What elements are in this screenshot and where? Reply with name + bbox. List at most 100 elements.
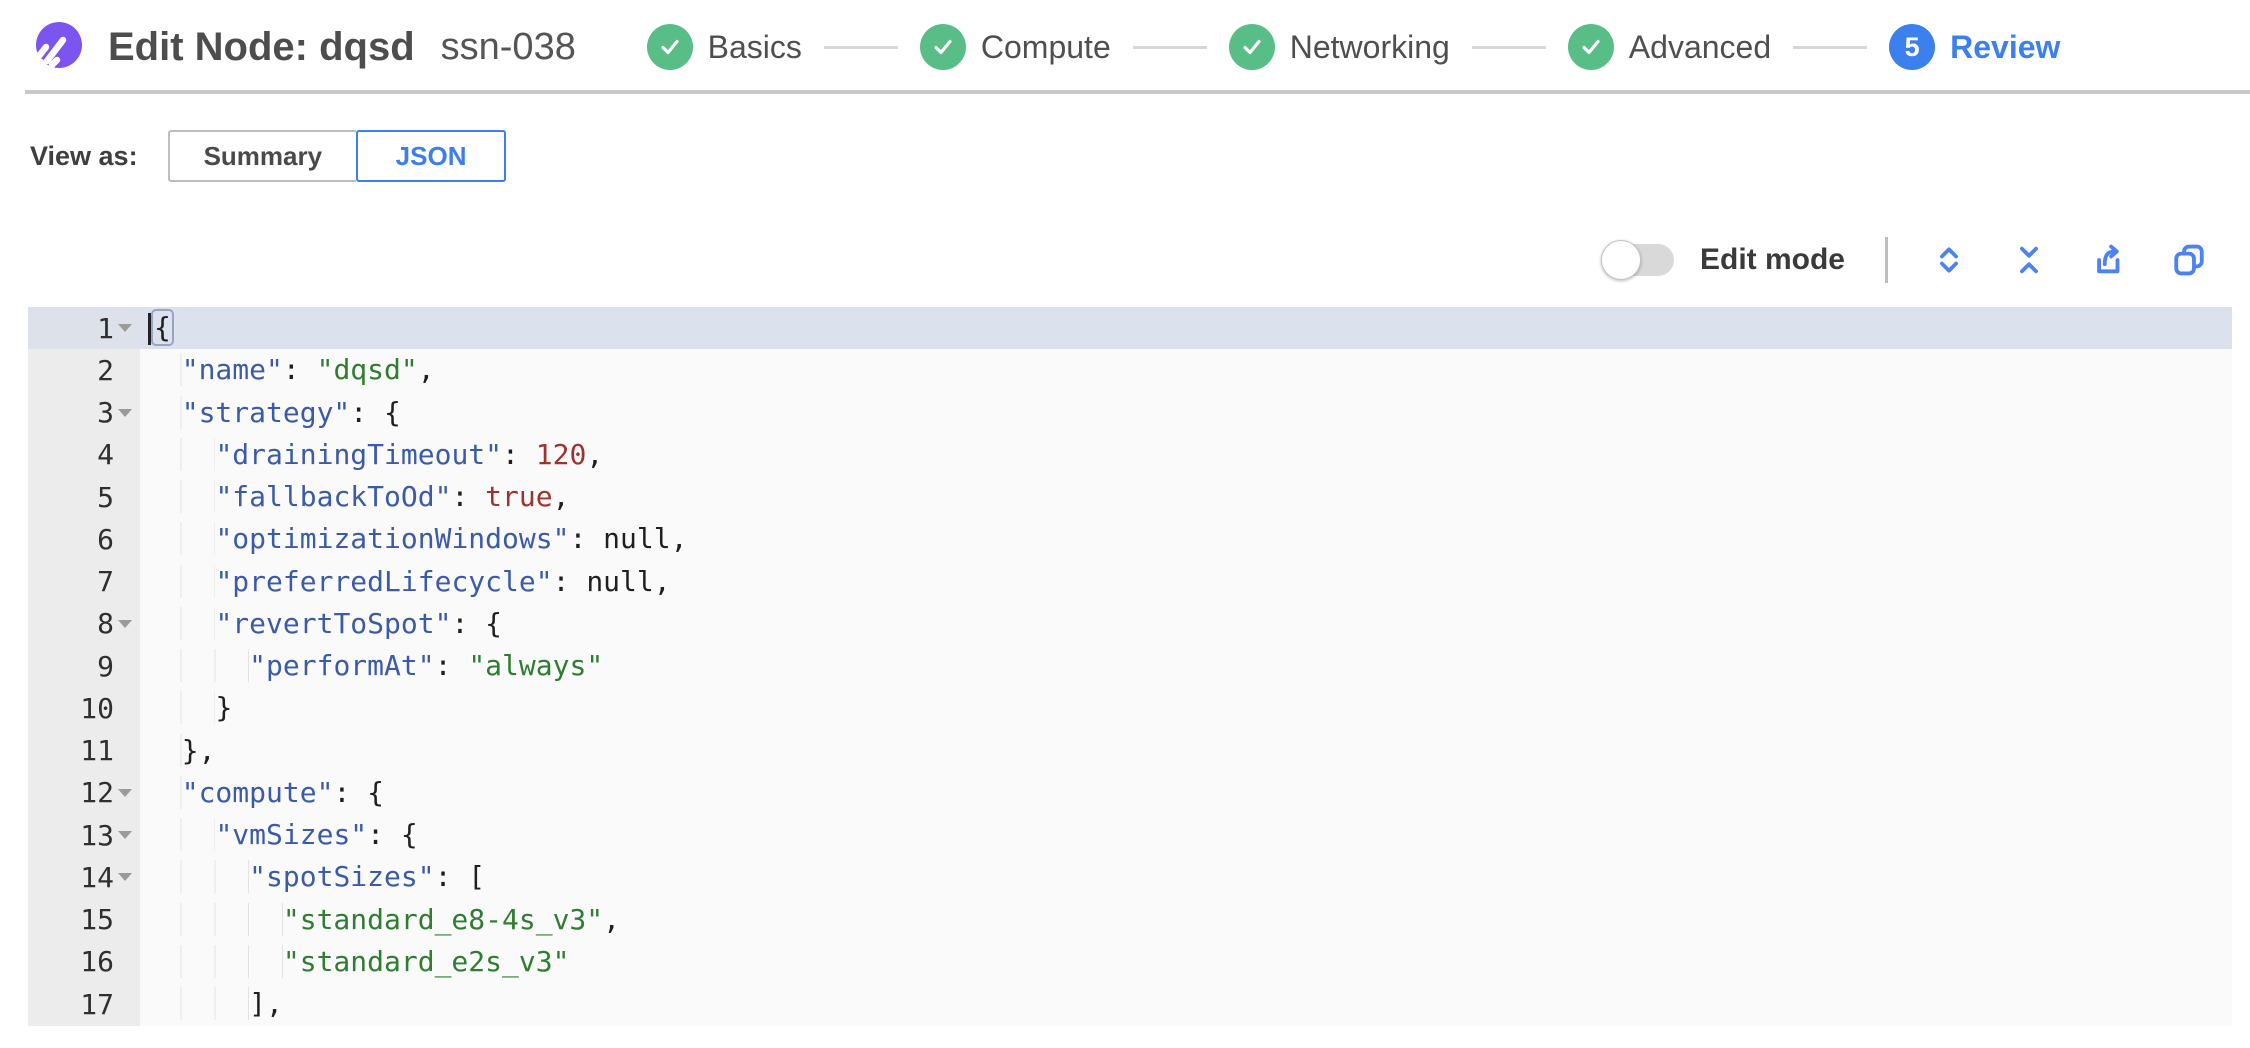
edit-mode-label: Edit mode (1699, 243, 1845, 276)
step-basics[interactable]: Basics (646, 24, 802, 70)
line-number: 14 (80, 860, 114, 894)
copy-icon[interactable] (2171, 242, 2207, 278)
fold-spacer (114, 645, 136, 687)
view-as-row: View as: Summary JSON (30, 130, 2250, 182)
code-line-13[interactable]: "vmSizes": { (140, 814, 2232, 856)
step-connector (1132, 45, 1207, 49)
line-number: 11 (80, 734, 114, 768)
export-icon[interactable] (2091, 242, 2127, 278)
code-line-15[interactable]: "standard_e8-4s_v3", (140, 899, 2232, 941)
line-number: 6 (97, 522, 114, 556)
line-number: 3 (97, 396, 114, 430)
gutter-line-3[interactable]: 3 (28, 392, 140, 434)
step-advanced[interactable]: Advanced (1567, 24, 1772, 70)
fold-spacer (114, 561, 136, 603)
wizard-stepper: Basics Compute Networking Advanced 5 Rev… (646, 24, 2230, 70)
code-line-4[interactable]: "drainingTimeout": 120, (140, 434, 2232, 476)
code-line-16[interactable]: "standard_e2s_v3" (140, 941, 2232, 983)
editor-code-area[interactable]: { "name": "dqsd", "strategy": { "drainin… (140, 307, 2232, 1026)
expand-icon[interactable] (1931, 242, 1967, 278)
step-label: Networking (1289, 28, 1450, 65)
toolbar-divider (1885, 237, 1888, 283)
line-number: 2 (97, 353, 114, 387)
check-circle-icon (1567, 24, 1614, 70)
line-number: 17 (80, 987, 114, 1021)
view-as-label: View as: (30, 140, 138, 171)
line-number: 16 (80, 945, 114, 979)
step-networking[interactable]: Networking (1228, 24, 1450, 70)
page-title: Edit Node: dqsd (108, 24, 415, 69)
code-line-12[interactable]: "compute": { (140, 772, 2232, 814)
fold-spacer (114, 349, 136, 391)
gutter-line-10: 10 (28, 687, 140, 729)
gutter-line-2: 2 (28, 349, 140, 391)
fold-spacer (114, 730, 136, 772)
gutter-line-11: 11 (28, 730, 140, 772)
gutter-line-14[interactable]: 14 (28, 856, 140, 898)
node-id: ssn-038 (440, 25, 576, 68)
code-line-14[interactable]: "spotSizes": [ (140, 856, 2232, 898)
check-circle-icon (646, 24, 693, 70)
fold-toggle-icon[interactable] (114, 307, 136, 349)
gutter-line-8[interactable]: 8 (28, 603, 140, 645)
code-line-6[interactable]: "optimizationWindows": null, (140, 518, 2232, 560)
gutter-line-6: 6 (28, 518, 140, 560)
step-label: Basics (707, 28, 802, 65)
step-review[interactable]: 5 Review (1889, 24, 2060, 70)
fold-spacer (114, 434, 136, 476)
line-number: 10 (80, 691, 114, 725)
line-number: 8 (97, 607, 114, 641)
json-view-button[interactable]: JSON (356, 130, 507, 182)
code-line-7[interactable]: "preferredLifecycle": null, (140, 561, 2232, 603)
fold-toggle-icon[interactable] (114, 856, 136, 898)
fold-toggle-icon[interactable] (114, 603, 136, 645)
fold-spacer (114, 687, 136, 729)
check-circle-icon (919, 24, 966, 70)
step-label: Advanced (1628, 28, 1772, 65)
gutter-line-1[interactable]: 1 (28, 307, 140, 350)
check-circle-icon (1228, 24, 1275, 70)
step-compute[interactable]: Compute (919, 24, 1111, 70)
code-line-2[interactable]: "name": "dqsd", (140, 349, 2232, 391)
step-label: Compute (980, 28, 1111, 65)
fold-spacer (114, 983, 136, 1025)
gutter-line-15: 15 (28, 899, 140, 941)
fold-spacer (114, 941, 136, 983)
fold-toggle-icon[interactable] (114, 392, 136, 434)
code-line-10[interactable]: } (140, 687, 2232, 729)
fold-toggle-icon[interactable] (114, 772, 136, 814)
gutter-line-9: 9 (28, 645, 140, 687)
text-cursor (148, 313, 151, 345)
collapse-icon[interactable] (2011, 242, 2047, 278)
fold-toggle-icon[interactable] (114, 814, 136, 856)
step-connector (1793, 45, 1868, 49)
line-number: 9 (97, 649, 114, 683)
code-line-5[interactable]: "fallbackToOd": true, (140, 476, 2232, 518)
fold-spacer (114, 518, 136, 560)
code-line-11[interactable]: }, (140, 730, 2232, 772)
code-line-1[interactable]: { (140, 307, 2232, 350)
step-connector (823, 45, 898, 49)
step-connector (1471, 45, 1546, 49)
code-line-17[interactable]: ], (140, 983, 2232, 1025)
summary-view-button[interactable]: Summary (167, 130, 357, 182)
code-line-3[interactable]: "strategy": { (140, 392, 2232, 434)
gutter-line-7: 7 (28, 561, 140, 603)
gutter-line-5: 5 (28, 476, 140, 518)
step-number-badge: 5 (1889, 24, 1936, 70)
line-number: 7 (97, 565, 114, 599)
fold-spacer (114, 899, 136, 941)
code-line-8[interactable]: "revertToSpot": { (140, 603, 2232, 645)
gutter-line-12[interactable]: 12 (28, 772, 140, 814)
spot-logo-icon (32, 22, 82, 73)
node-id-clip: ssn-038 (441, 26, 607, 69)
code-line-9[interactable]: "performAt": "always" (140, 645, 2232, 687)
toggle-knob[interactable] (1600, 240, 1641, 280)
edit-mode-toggle[interactable] (1600, 240, 1674, 280)
fold-spacer (114, 476, 136, 518)
step-label: Review (1950, 28, 2061, 65)
gutter-line-13[interactable]: 13 (28, 814, 140, 856)
header-divider (25, 90, 2250, 94)
gutter-line-4: 4 (28, 434, 140, 476)
